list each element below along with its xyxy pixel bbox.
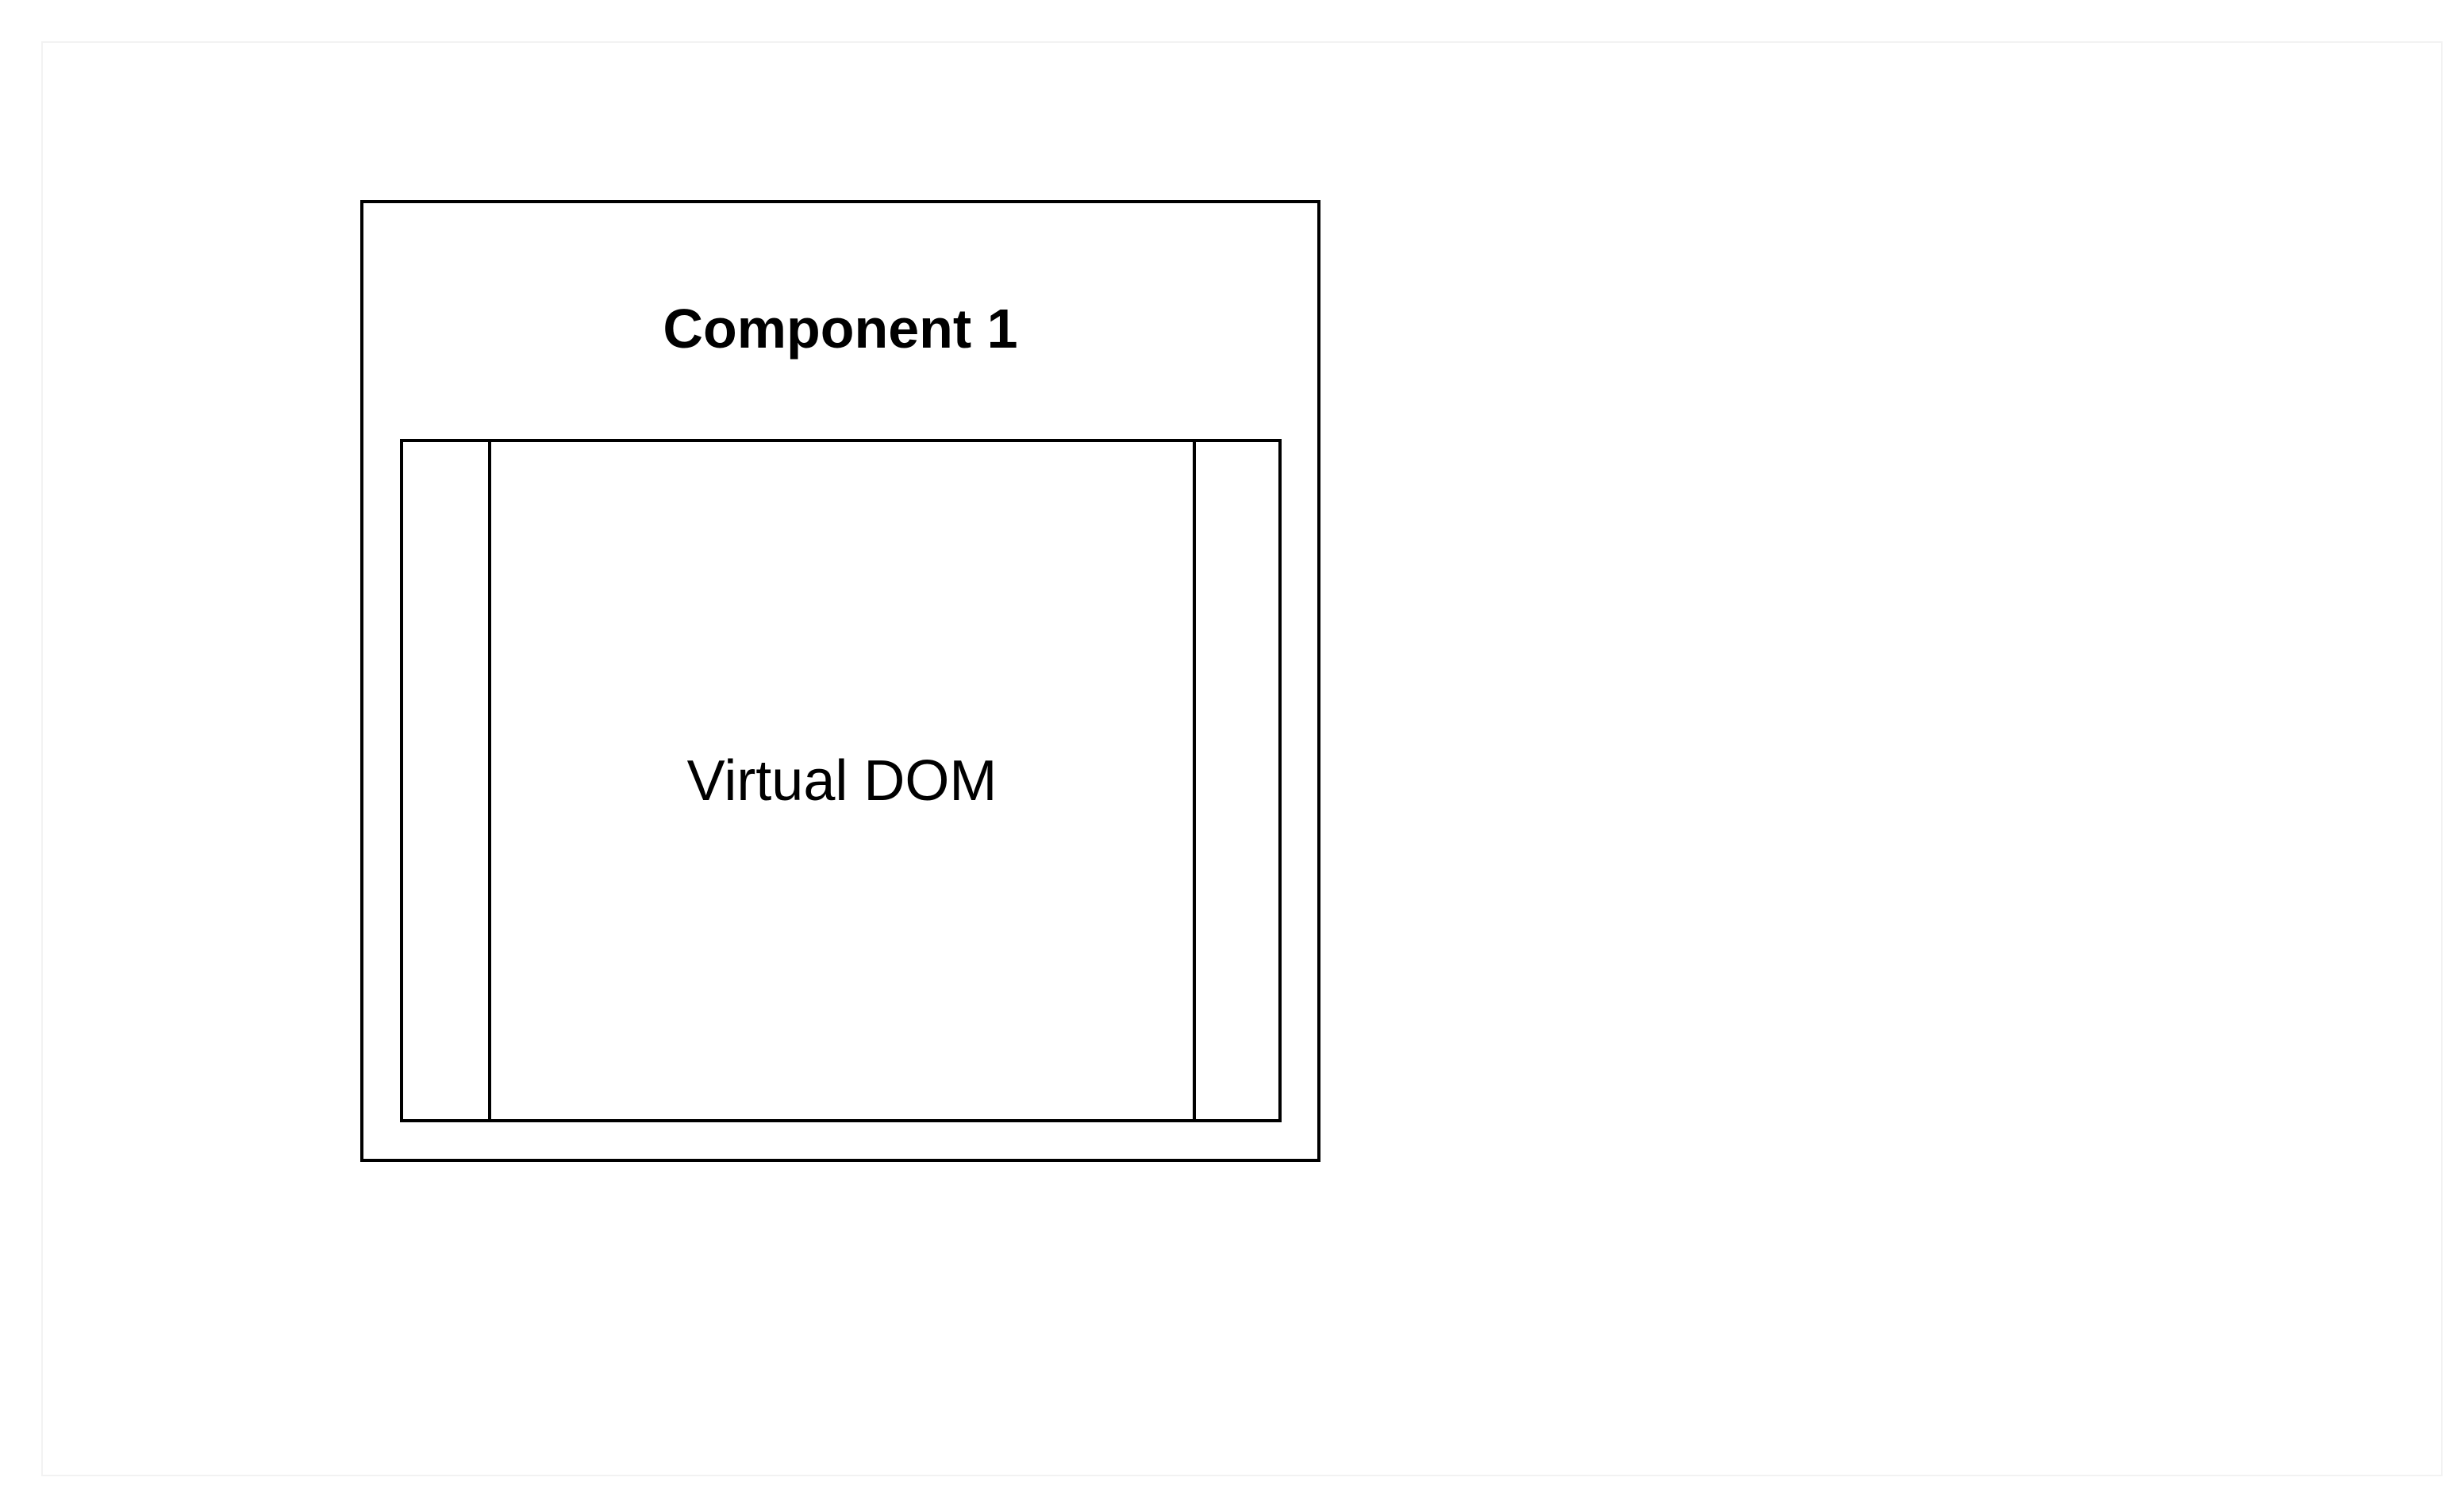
virtual-dom-box: Virtual DOM <box>400 439 1282 1122</box>
virtual-dom-label: Virtual DOM <box>686 749 998 813</box>
virtual-dom-left-divider <box>488 442 491 1119</box>
component-title: Component 1 <box>663 298 1018 360</box>
virtual-dom-right-divider <box>1193 442 1196 1119</box>
